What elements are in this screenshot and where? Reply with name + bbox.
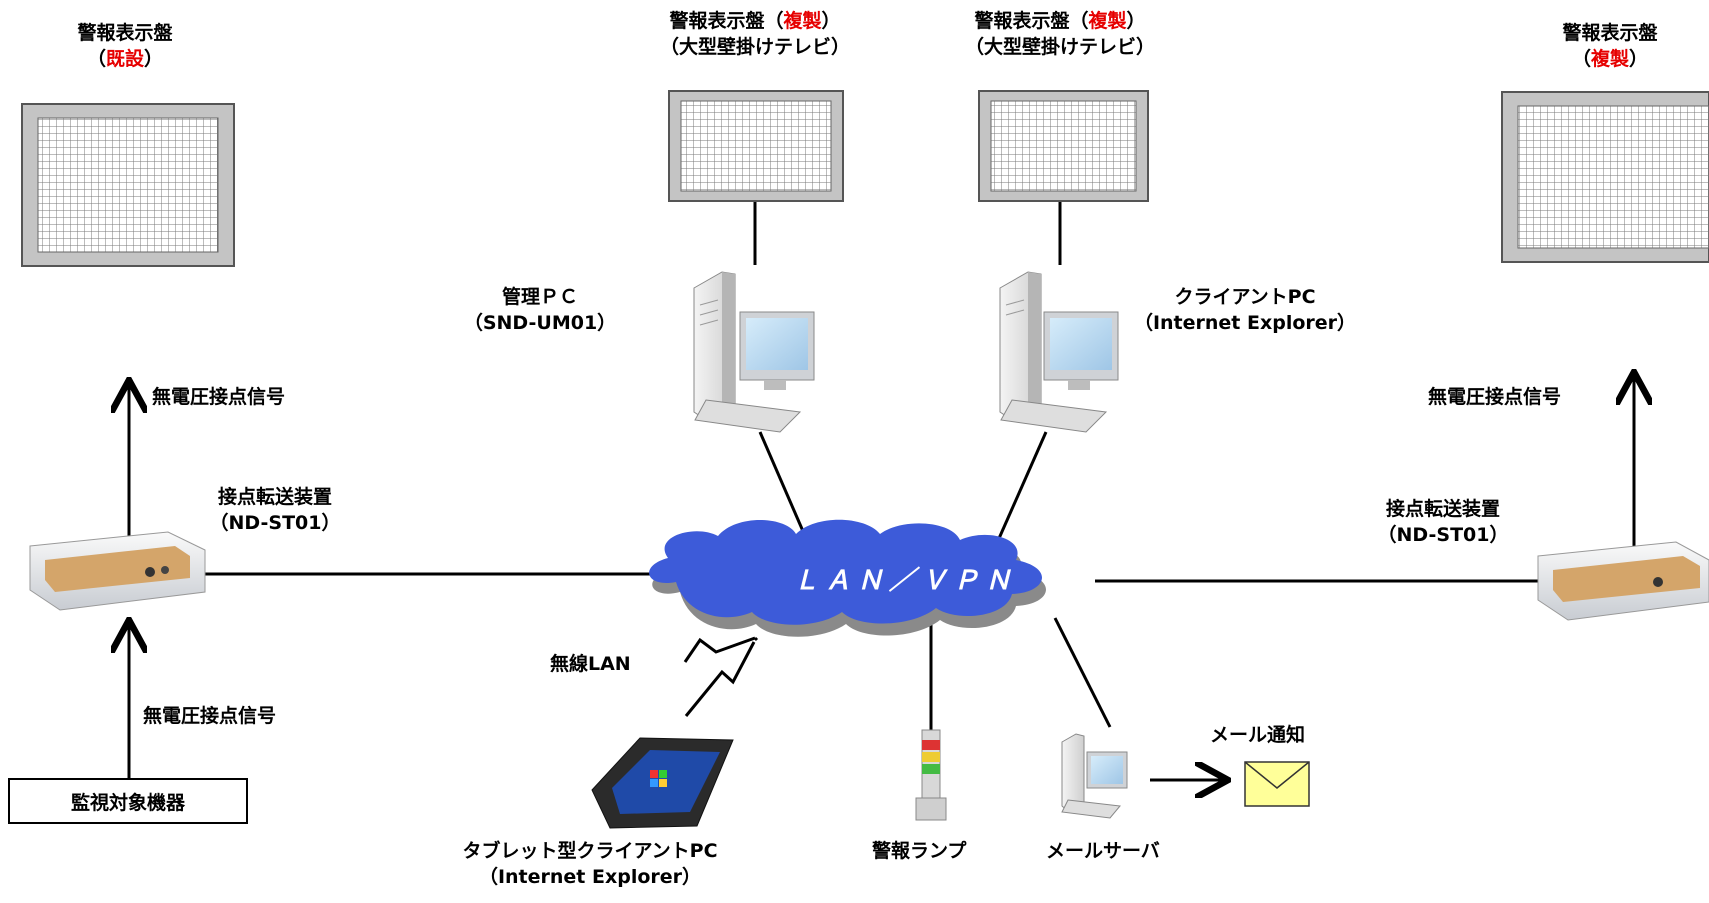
alarm-board-4 [1501,91,1709,263]
left-signal-bottom-label: 無電圧接点信号 [143,705,277,727]
transfer-device-left-icon [29,531,206,611]
board-3-title: 警報表示盤（複製） （大型壁掛けテレビ） [964,10,1155,58]
mail-notify-label: メール通知 [1210,724,1306,746]
management-pc-icon [693,271,815,433]
line-client-lan [991,431,1048,553]
tablet-icon [591,737,734,829]
wireless-zigzag [684,641,756,717]
right-transfer-label: 接点転送装置 （ND-ST01） [1377,498,1509,546]
alarm-board-2 [668,90,844,202]
left-transfer-label: 接点転送装置 （ND-ST01） [209,486,341,534]
right-signal-label: 無電圧接点信号 [1428,386,1562,408]
board-4-title: 警報表示盤 （複製） [1562,22,1658,70]
warning-lamp-label: 警報ランプ [872,840,967,862]
client-pc-icon [999,271,1119,433]
line-wireless-top [683,636,756,663]
client-pc-label: クライアントPC （Internet Explorer） [1133,286,1357,334]
wireless-lan-label: 無線LAN [550,653,631,675]
envelope-icon [1244,761,1310,807]
tablet-label: タブレット型クライアントPC （Internet Explorer） [462,840,718,888]
warning-lamp-icon [915,729,947,821]
line-lan-mailserver [1053,617,1112,728]
alarm-board-1 [21,103,235,267]
mail-server-icon [1061,733,1128,819]
board-2-title: 警報表示盤（複製） （大型壁掛けテレビ） [659,10,850,58]
connection-lines [205,201,1540,730]
mail-server-label: メールサーバ [1046,840,1160,862]
lan-vpn-label: ＬＡＮ／ＶＰＮ [793,566,1018,596]
alarm-board-3 [978,90,1149,202]
monitored-device-box: 監視対象機器 [8,778,248,824]
board-1-title: 警報表示盤 （既設） [77,22,173,70]
left-signal-top-label: 無電圧接点信号 [152,386,286,408]
management-pc-label: 管理ＰＣ （SND-UM01） [463,286,617,334]
lan-cloud [649,519,1046,637]
transfer-device-right-icon [1537,541,1709,621]
